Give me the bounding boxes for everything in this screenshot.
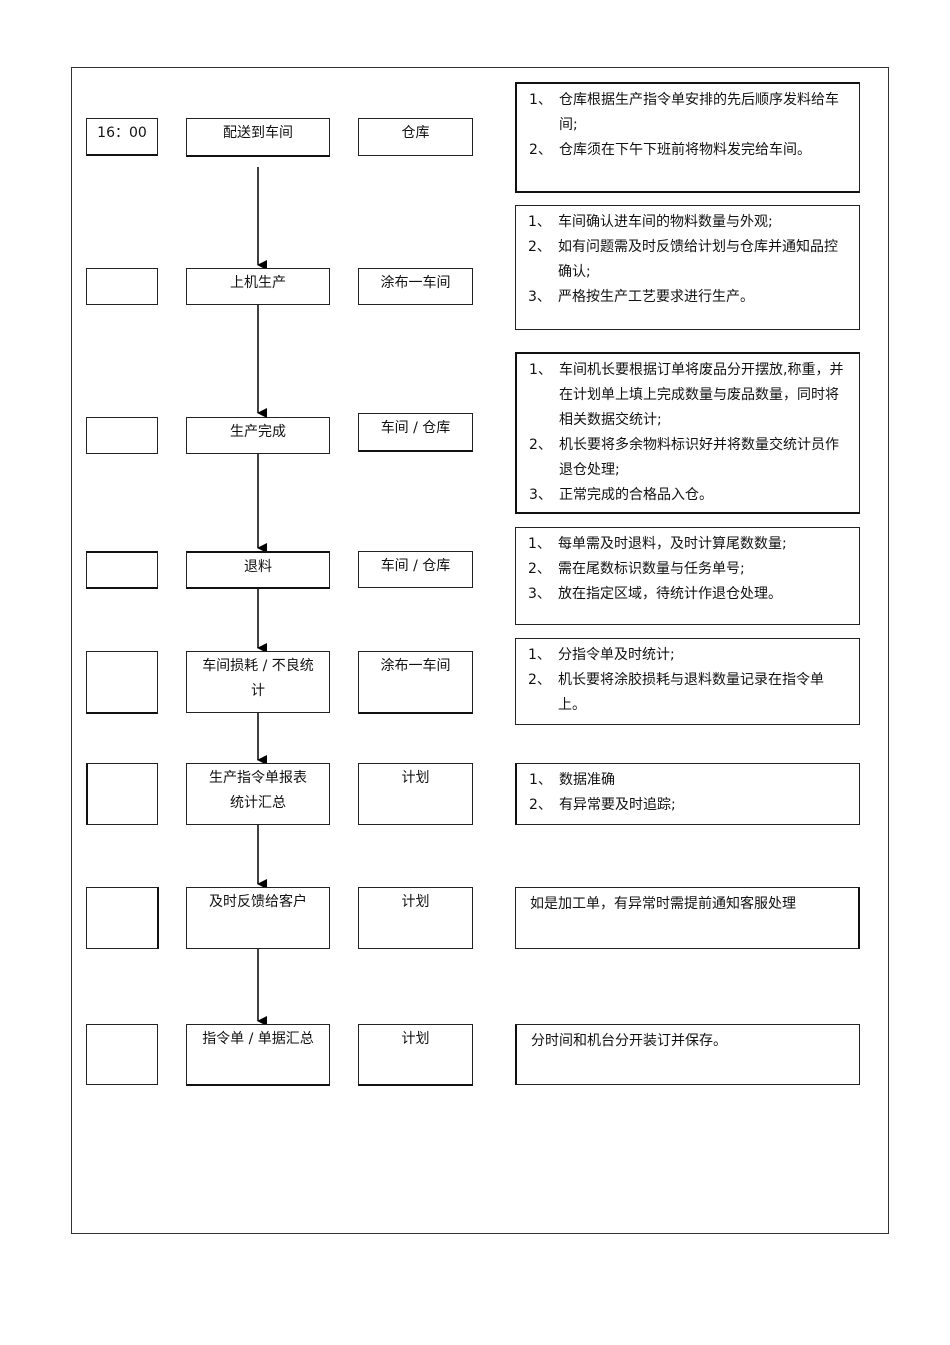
note-2-item-3: 3、严格按生产工艺要求进行生产。 xyxy=(528,289,754,305)
dept-box-7: 计划 xyxy=(358,887,473,949)
note-8-text: 分时间和机台分开装订并保存。 xyxy=(531,1033,727,1049)
note-5-item-2: 2、机长要将涂胶损耗与退料数量记录在指令单上。 xyxy=(528,672,824,713)
note-1-item-2: 2、仓库须在下午下班前将物料发完给车间。 xyxy=(529,142,811,158)
dept-box-6: 计划 xyxy=(358,763,473,825)
step-box-5: 车间损耗 / 不良统计 xyxy=(186,651,330,713)
note-3-item-2: 2、机长要将多余物料标识好并将数量交统计员作退仓处理; xyxy=(529,437,839,478)
note-box-2: 1、车间确认进车间的物料数量与外观; 2、如有问题需及时反馈给计划与仓库并通知品… xyxy=(515,205,860,330)
dept-box-4: 车间 / 仓库 xyxy=(358,551,473,588)
note-box-4: 1、每单需及时退料，及时计算尾数数量; 2、需在尾数标识数量与任务单号; 3、放… xyxy=(515,527,860,625)
page-frame xyxy=(71,67,889,1234)
dept-box-2: 涂布一车间 xyxy=(358,268,473,305)
note-box-6: 1、数据准确 2、有异常要及时追踪; xyxy=(515,763,860,825)
time-box-3 xyxy=(86,417,158,454)
note-1-item-1: 1、仓库根据生产指令单安排的先后顺序发料给车间; xyxy=(529,92,839,133)
note-3-item-1: 1、车间机长要根据订单将废品分开摆放,称重，并在计划单上填上完成数量与废品数量，… xyxy=(529,362,844,428)
step-box-6: 生产指令单报表统计汇总 xyxy=(186,763,330,825)
time-box-4 xyxy=(86,551,158,589)
dept-box-8: 计划 xyxy=(358,1024,473,1086)
note-4-item-2: 2、需在尾数标识数量与任务单号; xyxy=(528,561,745,577)
step-box-4: 退料 xyxy=(186,551,330,589)
step-box-1: 配送到车间 xyxy=(186,118,330,157)
dept-box-3: 车间 / 仓库 xyxy=(358,413,473,452)
step-box-8: 指令单 / 单据汇总 xyxy=(186,1024,330,1086)
note-box-1: 1、仓库根据生产指令单安排的先后顺序发料给车间; 2、仓库须在下午下班前将物料发… xyxy=(515,82,860,193)
note-4-item-3: 3、放在指定区域，待统计作退仓处理。 xyxy=(528,586,782,602)
time-box-8 xyxy=(86,1024,158,1085)
note-box-5: 1、分指令单及时统计; 2、机长要将涂胶损耗与退料数量记录在指令单上。 xyxy=(515,638,860,725)
note-6-item-2: 2、有异常要及时追踪; xyxy=(529,797,676,813)
step-box-7: 及时反馈给客户 xyxy=(186,887,330,949)
note-box-7: 如是加工单，有异常时需提前通知客服处理 xyxy=(515,887,860,949)
time-box-7 xyxy=(86,887,159,949)
time-box-5 xyxy=(86,651,158,714)
step-box-3: 生产完成 xyxy=(186,417,330,454)
step-box-2: 上机生产 xyxy=(186,268,330,305)
dept-box-1: 仓库 xyxy=(358,118,473,156)
note-4-item-1: 1、每单需及时退料，及时计算尾数数量; xyxy=(528,536,787,552)
note-box-3: 1、车间机长要根据订单将废品分开摆放,称重，并在计划单上填上完成数量与废品数量，… xyxy=(515,352,860,514)
time-box-6 xyxy=(86,763,158,825)
note-6-item-1: 1、数据准确 xyxy=(529,772,615,788)
dept-box-5: 涂布一车间 xyxy=(358,651,473,714)
time-box-2 xyxy=(86,268,158,305)
note-7-text: 如是加工单，有异常时需提前通知客服处理 xyxy=(530,896,796,912)
note-box-8: 分时间和机台分开装订并保存。 xyxy=(515,1024,860,1085)
note-5-item-1: 1、分指令单及时统计; xyxy=(528,647,675,663)
note-2-item-1: 1、车间确认进车间的物料数量与外观; xyxy=(528,214,773,230)
note-2-item-2: 2、如有问题需及时反馈给计划与仓库并通知品控确认; xyxy=(528,239,838,280)
time-box-1: 16：00 xyxy=(86,118,158,156)
note-3-item-3: 3、正常完成的合格品入仓。 xyxy=(529,487,713,503)
